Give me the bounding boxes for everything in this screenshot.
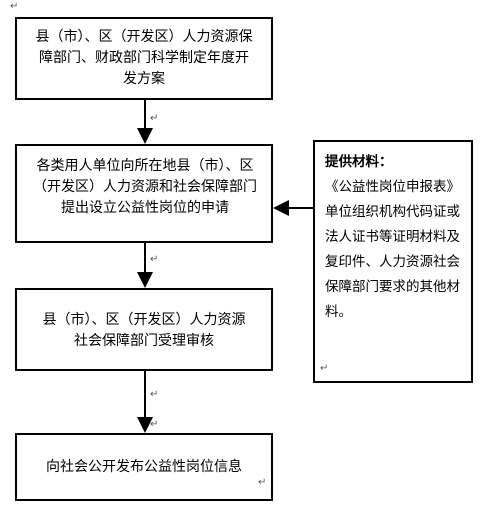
step-box-3: 县（市）、区（开发区）人力资源社会保障部门受理审核	[15, 288, 273, 371]
return-mark: ↵	[320, 363, 329, 374]
return-mark: ↵	[150, 254, 159, 265]
return-mark: ↵	[150, 389, 159, 400]
materials-box: 提供材料： 《公益性岗位申报表》单位组织机构代码证或法人证书等证明材料及复印件、…	[313, 140, 473, 383]
step-4-text: 向社会公开发布公益性岗位信息	[46, 459, 242, 475]
step-1-text: 县（市）、区（开发区）人力资源保障部门、财政部门科学制定年度开发方案	[35, 29, 253, 87]
step-box-1: 县（市）、区（开发区）人力资源保障部门、财政部门科学制定年度开发方案	[15, 17, 273, 100]
return-mark: ↵	[150, 113, 159, 124]
step-box-4: 向社会公开发布公益性岗位信息	[15, 433, 273, 501]
step-box-2: 各类用人单位向所在地县（市）、区（开发区）人力资源和社会保障部门提出设立公益性岗…	[15, 144, 273, 243]
return-mark: ↵	[150, 419, 159, 430]
materials-heading: 提供材料：	[325, 154, 393, 170]
step-3-text: 县（市）、区（开发区）人力资源社会保障部门受理审核	[42, 312, 246, 349]
return-mark: ↵	[10, 1, 19, 12]
materials-body: 《公益性岗位申报表》单位组织机构代码证或法人证书等证明材料及复印件、人力资源社会…	[325, 179, 460, 320]
return-mark: ↵	[258, 477, 267, 488]
step-2-text: 各类用人单位向所在地县（市）、区（开发区）人力资源和社会保障部门提出设立公益性岗…	[33, 158, 257, 216]
